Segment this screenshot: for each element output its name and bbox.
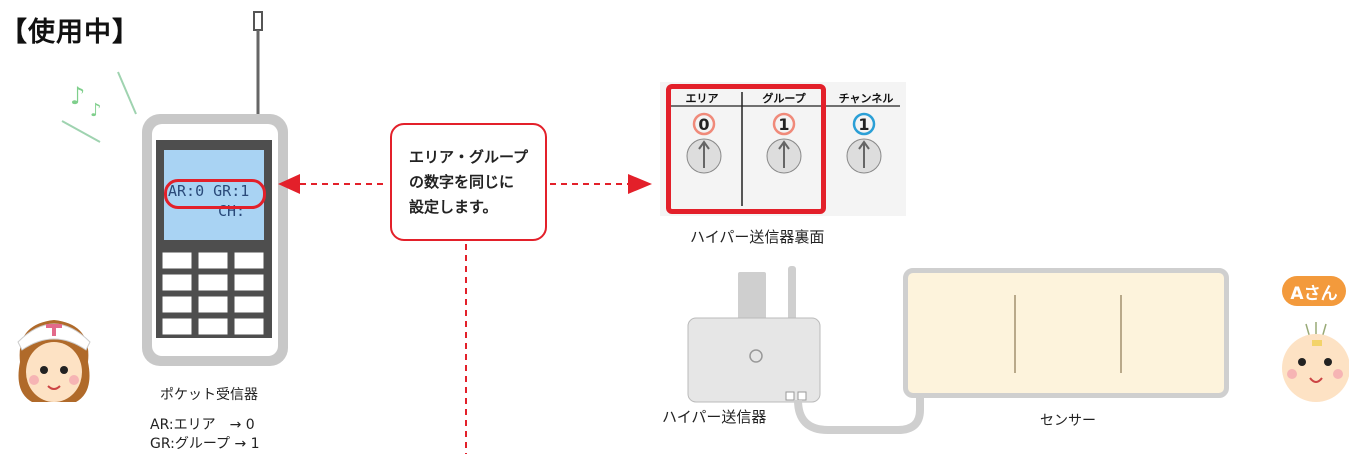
- patient-badge: Aさん: [1282, 276, 1346, 306]
- svg-text:♪: ♪: [70, 82, 85, 110]
- music-notes-icon: ♪ ♪: [61, 71, 137, 143]
- lcd-ar-gr: AR:0 GR:1: [168, 182, 250, 200]
- legend-gr: GR:グループ → 1: [150, 436, 260, 452]
- dial-area-header: エリア: [685, 92, 719, 105]
- transmitter-label: ハイパー送信器: [662, 408, 767, 426]
- nurse-icon: [17, 320, 91, 402]
- legend-ar: AR:エリア → 0: [150, 417, 255, 433]
- dial-group-value: 1: [778, 115, 790, 134]
- lcd-highlight: [164, 179, 266, 209]
- dial-area-value: 0: [698, 115, 710, 134]
- dial-caption: ハイパー送信器裏面: [690, 228, 825, 246]
- section-title: 【使用中】: [0, 17, 140, 48]
- callout-line-3: 設定します。: [408, 197, 498, 216]
- sensor-label: センサー: [1040, 413, 1096, 429]
- pocket-receiver: [142, 11, 288, 366]
- callout-line-2: の数字を同じに: [408, 172, 514, 191]
- receiver-label: ポケット受信器: [160, 387, 258, 403]
- svg-text:♪: ♪: [90, 100, 102, 121]
- patient-face-icon: [1282, 322, 1349, 402]
- dial-channel-header: チャンネル: [838, 92, 894, 105]
- sensor-mat: [903, 268, 1229, 398]
- dial-group-header: グループ: [762, 92, 806, 105]
- sensor-cable: [794, 390, 924, 434]
- dial-channel-value: 1: [858, 115, 870, 134]
- callout-line-1: エリア・グループ: [408, 147, 529, 166]
- instruction-callout: エリア・グループ の数字を同じに 設定します。: [390, 123, 547, 241]
- dial-highlight: [666, 84, 826, 214]
